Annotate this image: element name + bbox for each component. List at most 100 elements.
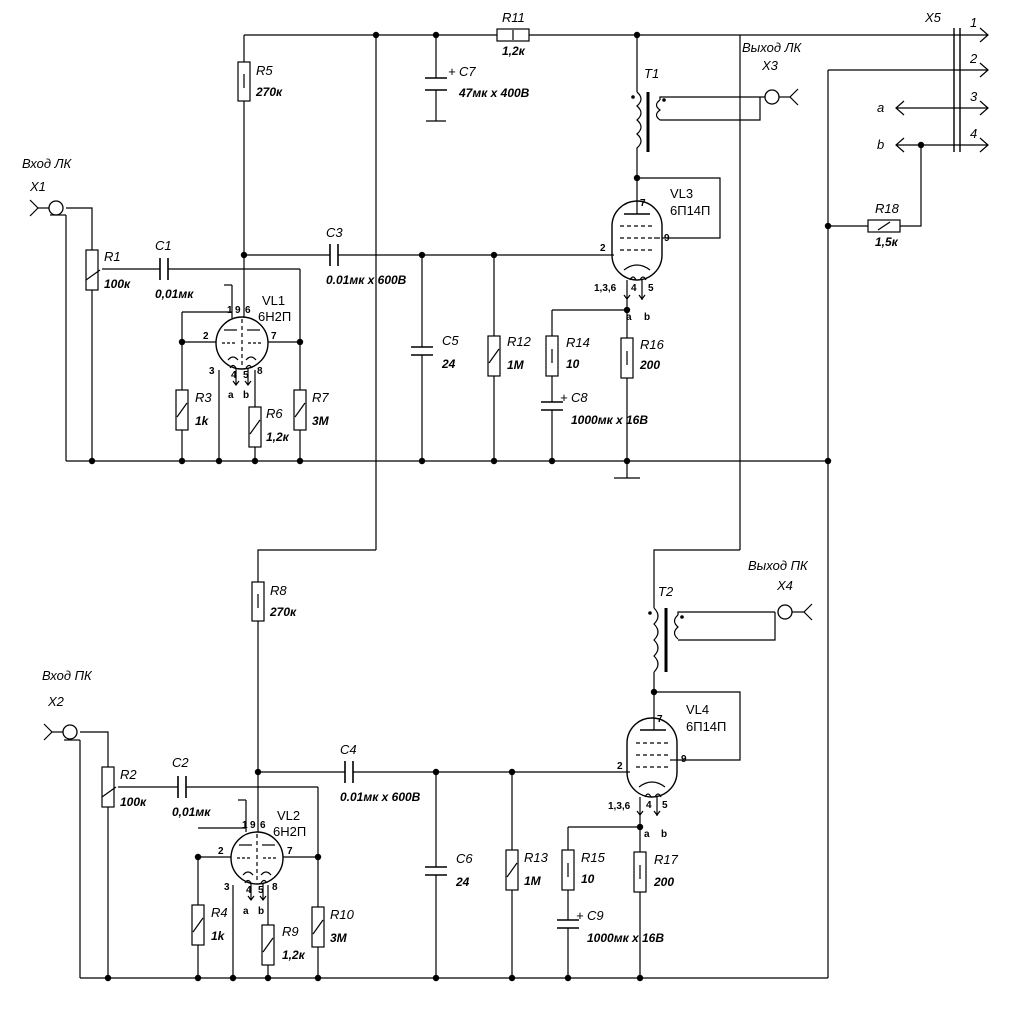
r18-value: 1,5к — [875, 235, 899, 249]
resistor-r5[interactable]: R5 270к — [237, 61, 283, 102]
x5-pin-4-arrow — [979, 137, 989, 153]
vl3-pin-5: 5 — [648, 283, 654, 294]
vl1-pin-1: 1 — [227, 305, 233, 316]
tube-vl4[interactable]: VL4 6П14П 7 2 9 1,3,6 4 5 a b — [608, 702, 726, 840]
r3-ref: R3 — [195, 390, 212, 405]
vl1-heater-b: b — [243, 390, 249, 401]
resistor-r12[interactable]: R12 1М — [487, 334, 532, 377]
r17-value: 200 — [653, 875, 674, 889]
r2-value: 100к — [120, 795, 147, 809]
vl2-pin-1: 1 — [242, 820, 248, 831]
r9-ref: R9 — [282, 924, 299, 939]
resistor-r4[interactable]: R4 1k — [191, 904, 228, 946]
vl3-pin-9: 9 — [664, 233, 670, 244]
x3-ref: X3 — [761, 58, 779, 73]
c7-ref: C7 — [459, 64, 476, 79]
x4-label: Выход ПК — [748, 558, 809, 573]
resistor-r14[interactable]: R14 10 — [545, 335, 590, 377]
resistors: R1 100к R2 100к R3 1k R4 1k R5 270к — [85, 10, 901, 966]
x2-ref: X2 — [47, 694, 65, 709]
vl4-pin-4: 4 — [646, 800, 652, 811]
resistor-r13[interactable]: R13 1М — [505, 849, 549, 891]
capacitor-c7[interactable]: + C7 47мк x 400В — [425, 64, 530, 100]
x5-pin-1-arrow — [979, 27, 989, 43]
resistor-r18[interactable]: R18 1,5к — [867, 201, 901, 249]
r4-ref: R4 — [211, 905, 228, 920]
vl1-pin-5: 5 — [243, 370, 249, 381]
c9-polarity: + — [576, 908, 584, 923]
c8-polarity: + — [560, 390, 568, 405]
c8-value: 1000мк x 16В — [571, 413, 648, 427]
connector-x3[interactable]: Выход ЛК X3 — [742, 40, 803, 106]
capacitor-c5[interactable]: C5 24 — [411, 333, 459, 371]
capacitor-c8[interactable]: + C8 1000мк x 16В — [541, 390, 648, 427]
vl2-pin-7: 7 — [287, 846, 293, 857]
c4-ref: C4 — [340, 742, 357, 757]
vl1-pin-3: 3 — [209, 366, 215, 377]
connector-x2[interactable]: Вход ПК X2 — [42, 668, 93, 741]
vl3-pin-2: 2 — [600, 243, 606, 254]
tube-vl2[interactable]: VL2 6Н2П 1 9 6 2 7 3 4 5 8 a b — [218, 808, 306, 917]
r1-value: 100к — [104, 277, 131, 291]
c5-value: 24 — [441, 357, 456, 371]
r3-value: 1k — [195, 414, 210, 428]
vl1-pin-6: 6 — [245, 305, 251, 316]
resistor-r9[interactable]: R9 1,2к — [261, 924, 306, 966]
r5-ref: R5 — [256, 63, 273, 78]
vl3-ref: VL3 — [670, 186, 693, 201]
vl2-pin-4: 4 — [246, 885, 252, 896]
r16-ref: R16 — [640, 337, 665, 352]
resistor-r6[interactable]: R6 1,2к — [248, 406, 290, 448]
resistor-r8[interactable]: R8 270к — [251, 581, 297, 622]
capacitor-c6[interactable]: C6 24 — [425, 851, 473, 889]
resistor-r15[interactable]: R15 10 — [561, 849, 606, 891]
r11-value: 1,2к — [502, 44, 526, 58]
capacitor-c4[interactable]: C4 0.01мк x 600В — [340, 742, 421, 804]
x5-input-a-arrow — [895, 100, 905, 116]
connector-x5[interactable]: X5 1 2 3 4 a b — [877, 10, 989, 153]
c3-value: 0.01мк x 600В — [326, 273, 407, 287]
connector-x1[interactable]: Вход ЛК X1 — [22, 156, 73, 217]
vl3-pin-136: 1,3,6 — [594, 283, 617, 294]
resistor-r10[interactable]: R10 3М — [311, 906, 355, 948]
c1-value: 0,01мк — [155, 287, 194, 301]
resistor-r2[interactable]: R2 100к — [101, 766, 147, 809]
c6-value: 24 — [455, 875, 470, 889]
vl4-pin-2: 2 — [617, 761, 623, 772]
resistor-r16[interactable]: R16 200 — [620, 337, 665, 379]
transformer-t1[interactable]: T1 — [631, 66, 666, 152]
resistor-r1[interactable]: R1 100к — [85, 249, 131, 291]
vl1-ref: VL1 — [262, 293, 285, 308]
capacitor-c9[interactable]: + C9 1000мк x 16В — [557, 908, 664, 945]
r16-value: 200 — [639, 358, 660, 372]
vl1-pin-8: 8 — [257, 366, 263, 377]
tube-vl1[interactable]: VL1 6Н2П 1 9 6 2 7 3 4 5 8 a b — [203, 293, 291, 401]
r14-value: 10 — [566, 357, 580, 371]
vl2-pin-6: 6 — [260, 820, 266, 831]
vl2-pin-2: 2 — [218, 846, 224, 857]
x5-pin-3-arrow — [979, 100, 989, 116]
x5-input-b: b — [877, 137, 884, 152]
vl4-pin-7: 7 — [657, 714, 663, 725]
c8-ref: C8 — [571, 390, 588, 405]
capacitor-c1[interactable]: C1 0,01мк — [155, 238, 194, 301]
vl4-pin-136: 1,3,6 — [608, 801, 631, 812]
transformer-t2[interactable]: T2 — [648, 584, 684, 673]
capacitor-c3[interactable]: C3 0.01мк x 600В — [326, 225, 407, 287]
resistor-r11[interactable]: R11 1,2к — [496, 10, 530, 58]
tube-vl3[interactable]: VL3 6П14П 7 2 9 1,3,6 4 5 a b — [594, 186, 710, 323]
capacitors: C1 0,01мк C2 0,01мк C3 0.01мк x 600В C4 … — [155, 64, 664, 945]
capacitor-c2[interactable]: C2 0,01мк — [172, 755, 211, 819]
x5-pin-3: 3 — [970, 89, 978, 104]
resistor-r17[interactable]: R17 200 — [633, 851, 679, 893]
connector-x4[interactable]: Выход ПК X4 — [748, 558, 813, 621]
connectors: Вход ЛК X1 Вход ПК X2 Выход ЛК X3 Выход … — [22, 10, 989, 741]
r15-value: 10 — [581, 872, 595, 886]
x1-label: Вход ЛК — [22, 156, 73, 171]
resistor-r3[interactable]: R3 1k — [175, 389, 212, 431]
c7-value: 47мк x 400В — [458, 86, 530, 100]
x3-label: Выход ЛК — [742, 40, 803, 55]
x5-input-a: a — [877, 100, 884, 115]
c4-value: 0.01мк x 600В — [340, 790, 421, 804]
resistor-r7[interactable]: R7 3М — [293, 389, 330, 431]
